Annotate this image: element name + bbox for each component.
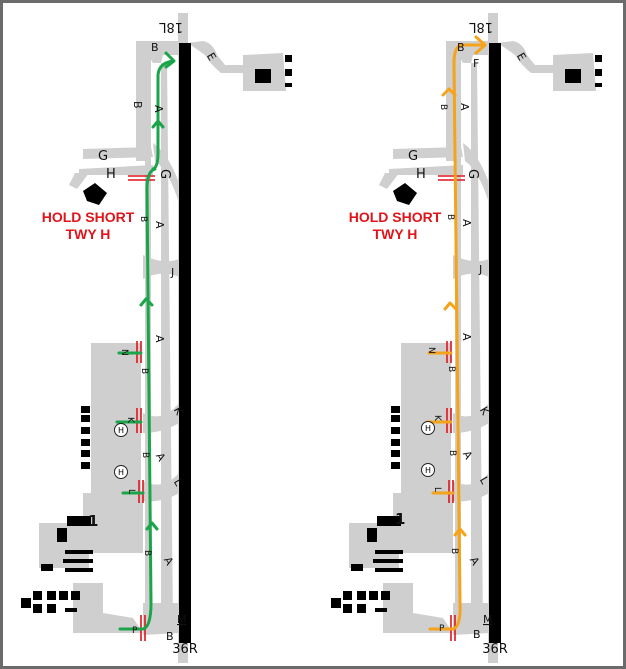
twy-label-p: P	[132, 626, 138, 636]
taxi-diagram-right: 18L 36R B F E B A G H G B A J A N B K K …	[331, 13, 602, 663]
twy-label-k-left: K	[432, 415, 442, 422]
buildings	[21, 55, 292, 613]
hold-short-line1: HOLD SHORT	[41, 209, 135, 225]
runway-label-18l: 18L	[158, 19, 183, 34]
twy-label-h: H	[416, 167, 426, 182]
ramp-number: 1	[88, 512, 98, 530]
twy-label-b: B	[140, 452, 150, 458]
twy-label-n: N	[119, 349, 129, 356]
helipad-icon: H	[425, 466, 431, 475]
runway-label-18l: 18L	[468, 19, 493, 34]
twy-label-j: J	[478, 263, 482, 276]
helipad-icon: H	[425, 424, 431, 433]
twy-label-g-left: G	[98, 149, 108, 164]
hold-short-note: HOLD SHORT TWY H	[340, 209, 450, 243]
twy-label-b: B	[449, 548, 459, 554]
twy-label-b-bottom: B	[166, 630, 174, 643]
twy-label-k-left: K	[125, 417, 135, 424]
taxi-route-green	[115, 51, 176, 631]
taxi-diagram-left: 18L 36R B E B A G H G B A J A N B K K B …	[21, 13, 292, 663]
ramp-number: 1	[395, 510, 405, 528]
runway-label-36r: 36R	[482, 642, 508, 657]
runway-18l-36r	[489, 43, 501, 643]
runway-18l-36r	[179, 43, 191, 643]
twy-label-b: B	[142, 550, 152, 556]
twy-label-h: H	[106, 167, 116, 182]
panel-left-green-route: 18L 36R B E B A G H G B A J A N B K K B …	[3, 3, 316, 666]
twy-label-b: B	[446, 366, 456, 372]
twy-label-a: A	[153, 221, 166, 229]
helipad-icons: H H	[421, 421, 435, 477]
twy-label-b: B	[438, 104, 448, 110]
twy-label-g-right: G	[465, 169, 480, 179]
helipad-icon: H	[118, 426, 124, 435]
twy-label-m: M	[177, 613, 187, 626]
twy-label-l-left: L	[126, 489, 136, 494]
taxiway-labels: 18L 36R B E B A G H G B A J A N B K K B …	[88, 19, 219, 657]
buildings	[331, 55, 602, 613]
twy-label-b-bottom: B	[473, 628, 481, 641]
hold-short-note: HOLD SHORT TWY H	[33, 209, 143, 243]
hold-short-line2: TWY H	[65, 226, 111, 242]
twy-label-b: B	[447, 450, 457, 456]
twy-label-p: P	[439, 624, 445, 634]
hold-short-line1: HOLD SHORT	[348, 209, 442, 225]
twy-label-b: B	[138, 216, 148, 222]
twy-label-j: J	[170, 266, 174, 279]
twy-label-b: B	[131, 101, 144, 109]
twy-label-g-left: G	[408, 149, 418, 164]
panel-right-orange-route: 18L 36R B F E B A G H G B A J A N B K K …	[313, 3, 626, 666]
twy-label-m: M	[483, 613, 493, 626]
twy-label-b: B	[445, 214, 455, 220]
building-terminal	[83, 183, 107, 205]
helipad-icon: H	[118, 468, 124, 477]
twy-label-b: B	[139, 368, 149, 374]
taxiway-labels: 18L 36R B F E B A G H G B A J A N B K K …	[395, 19, 529, 657]
runway-label-36r: 36R	[172, 642, 198, 657]
twy-label-a: A	[152, 105, 165, 113]
hold-short-line2: TWY H	[372, 226, 418, 242]
twy-label-g-right: G	[157, 169, 172, 179]
twy-label-a: A	[460, 333, 473, 341]
twy-label-b-top: B	[457, 41, 465, 54]
twy-label-b-top: B	[151, 41, 159, 54]
twy-label-a: A	[458, 103, 471, 111]
twy-label-a: A	[460, 219, 473, 227]
twy-label-a: A	[153, 335, 166, 343]
twy-label-n: N	[426, 347, 436, 354]
helipad-icons: H H	[114, 423, 128, 479]
twy-label-l-left: L	[432, 487, 442, 492]
twy-label-f: F	[473, 57, 479, 70]
